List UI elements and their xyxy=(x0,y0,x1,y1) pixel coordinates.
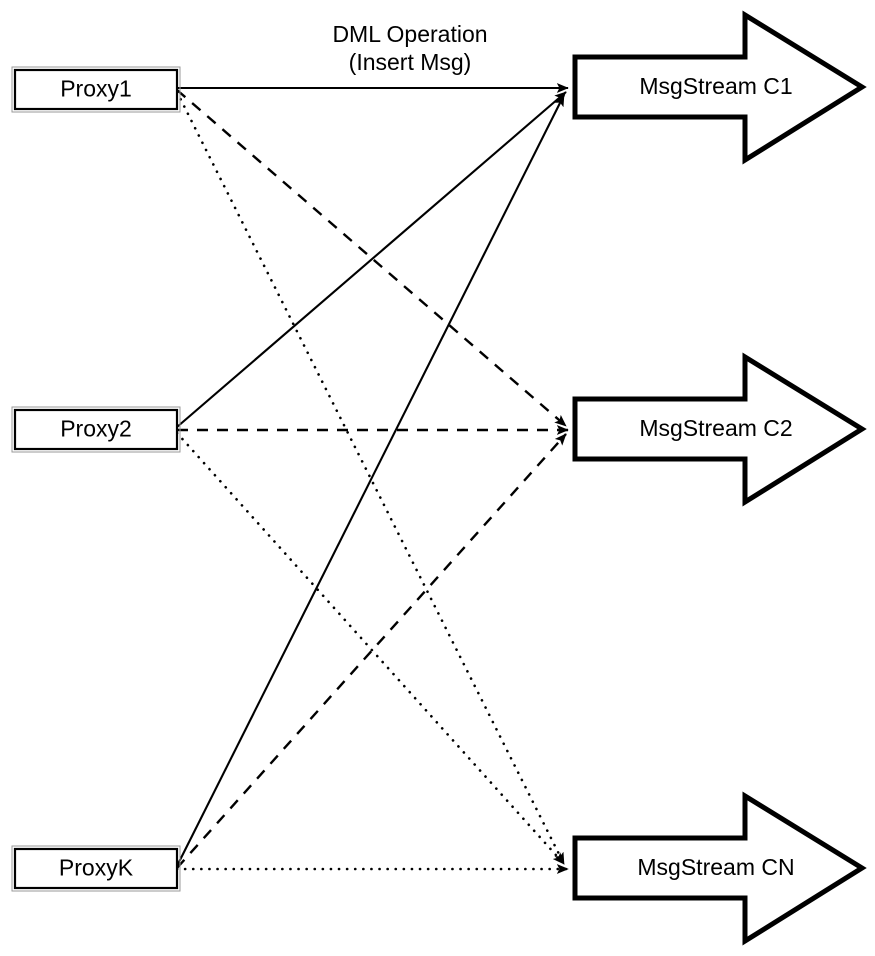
streams-layer: MsgStream C1 MsgStream C2 MsgStream CN xyxy=(572,10,867,946)
stream-label: MsgStream CN xyxy=(637,854,794,880)
proxy-label: ProxyK xyxy=(59,855,134,881)
proxy-label: Proxy2 xyxy=(60,416,132,442)
stream-stream-c2: MsgStream C2 xyxy=(572,352,867,507)
stream-stream-c1: MsgStream C1 xyxy=(572,10,867,165)
proxy-box-outline xyxy=(11,66,181,113)
edge-proxy1-to-c2 xyxy=(176,89,567,427)
proxy-box[interactable] xyxy=(13,408,179,451)
stream-label: MsgStream C1 xyxy=(639,73,792,99)
proxy-box[interactable] xyxy=(13,68,179,111)
stream-arrow-shape xyxy=(572,352,867,507)
edge-proxy2-to-c1 xyxy=(176,91,567,428)
links-layer xyxy=(175,83,570,874)
proxy-label: Proxy1 xyxy=(60,76,132,102)
stream-arrow-shape xyxy=(572,10,867,165)
proxy-proxy1[interactable]: Proxy1 xyxy=(11,66,181,113)
stream-stream-cn: MsgStream CN xyxy=(572,791,867,946)
annotation-dml-op: DML Operation(Insert Msg) xyxy=(332,21,487,75)
annotation-line-2: (Insert Msg) xyxy=(349,49,472,75)
proxy-proxy2[interactable]: Proxy2 xyxy=(11,406,181,453)
proxy-box-outline xyxy=(11,845,181,892)
proxy-box[interactable] xyxy=(13,847,179,890)
stream-label: MsgStream C2 xyxy=(639,415,792,441)
annotation-line-1: DML Operation xyxy=(332,21,487,47)
edge-proxy1-to-cn xyxy=(175,90,566,866)
proxy-box-outline xyxy=(11,406,181,453)
edge-proxyk-to-c1 xyxy=(176,94,565,867)
stream-arrow-shape xyxy=(572,791,867,946)
edge-proxy2-to-cn xyxy=(175,431,566,866)
edge-proxyk-to-c2 xyxy=(176,433,567,869)
proxy-proxyk[interactable]: ProxyK xyxy=(11,845,181,892)
annotations-layer: DML Operation(Insert Msg) xyxy=(332,21,487,75)
